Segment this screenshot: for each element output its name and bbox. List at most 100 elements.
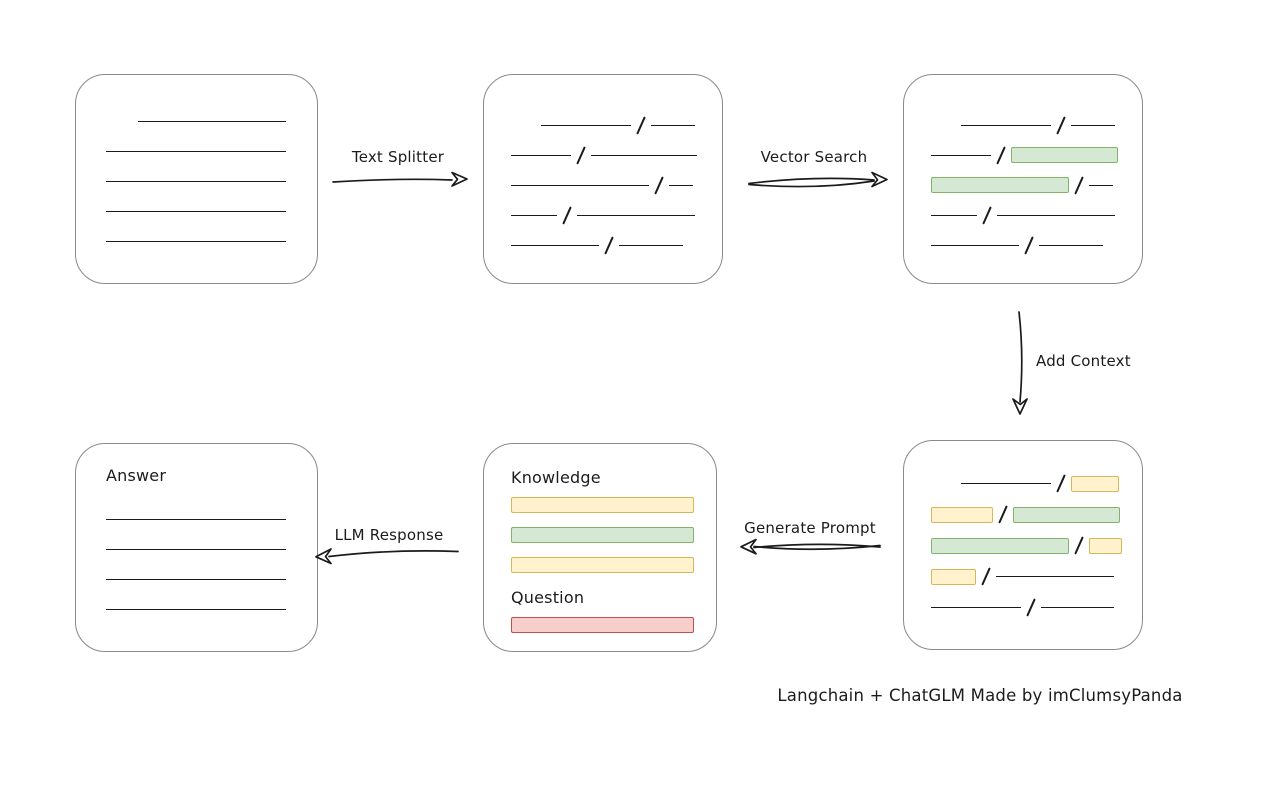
- llm-response-arrow-icon: [315, 548, 459, 565]
- text-line: [651, 124, 696, 126]
- indent-gap: [106, 120, 138, 122]
- text-line: [1041, 607, 1115, 608]
- split-slash: [1056, 115, 1066, 135]
- chunk-chip-yellow: [1089, 537, 1123, 554]
- text-line: [511, 214, 557, 216]
- split-slash: [1074, 175, 1084, 195]
- segment-row: [931, 170, 1142, 200]
- text-line: [106, 180, 286, 182]
- text-line: [577, 214, 696, 216]
- chunk-lines: [931, 110, 1142, 260]
- split-slash: [636, 115, 646, 135]
- split-slash: [1056, 474, 1066, 493]
- text-line: [931, 607, 1021, 608]
- segment-row: [511, 140, 722, 170]
- text-line: [1089, 184, 1114, 186]
- split-slash: [604, 235, 614, 255]
- node-split-chunks: [483, 74, 723, 284]
- chunk-lines: [931, 468, 1142, 623]
- node-context-chunks: [903, 440, 1143, 650]
- segment-row: [106, 504, 317, 534]
- text-line: [541, 124, 631, 126]
- segment-row: [511, 610, 716, 640]
- node-source-document: [75, 74, 318, 284]
- segment-row: [106, 594, 317, 624]
- question-heading: Question: [511, 588, 585, 607]
- segment-row: [511, 520, 716, 550]
- chunk-chip-green: [931, 177, 1069, 193]
- text-line: [511, 154, 571, 156]
- segment-row: [106, 196, 317, 226]
- segment-row: [931, 592, 1142, 623]
- segment-row: [106, 106, 317, 136]
- split-slash: [1074, 536, 1084, 555]
- segment-row: [106, 136, 317, 166]
- text-line: [138, 120, 286, 122]
- node-answer: Answer: [75, 443, 318, 652]
- answer-lines: [106, 504, 317, 624]
- document-lines: [106, 106, 317, 256]
- indent-gap: [511, 124, 541, 126]
- segment-row: [931, 200, 1142, 230]
- node-vector-search-result: [903, 74, 1143, 284]
- segment-row: [106, 564, 317, 594]
- split-slash: [1026, 598, 1036, 617]
- segment-row: [931, 530, 1142, 561]
- segment-row: [511, 110, 722, 140]
- segment-row: [931, 140, 1142, 170]
- text-line: [931, 244, 1019, 246]
- text-line: [106, 518, 286, 520]
- segment-row: [511, 170, 722, 200]
- chunk-chip-yellow: [931, 506, 993, 523]
- segment-row: [511, 550, 716, 580]
- segment-row: [106, 534, 317, 564]
- text-line: [996, 576, 1115, 577]
- text-line: [591, 154, 698, 156]
- segment-row: [931, 230, 1142, 260]
- text-line: [511, 244, 599, 246]
- split-slash: [1024, 235, 1034, 255]
- text-line: [106, 548, 286, 550]
- segment-row: [106, 226, 317, 256]
- segment-row: [931, 499, 1142, 530]
- question-chip: [511, 610, 716, 640]
- text-line: [106, 578, 286, 580]
- knowledge-chips: [511, 490, 716, 580]
- credit-caption: Langchain + ChatGLM Made by imClumsyPand…: [777, 686, 1183, 705]
- text-line: [669, 184, 694, 186]
- segment-row: [511, 230, 722, 260]
- vector-search-arrow-icon: [748, 171, 888, 188]
- text-line: [931, 154, 991, 156]
- node-prompt: Knowledge Question: [483, 443, 717, 652]
- indent-gap: [931, 124, 961, 126]
- text-line: [961, 124, 1051, 126]
- chunk-chip-green: [931, 537, 1069, 554]
- text-splitter-arrow-icon: [332, 171, 468, 187]
- chunk-chip-green: [1013, 506, 1121, 523]
- text-line: [106, 608, 286, 610]
- text-line: [106, 240, 286, 242]
- text-line: [931, 214, 977, 216]
- chunk-lines: [511, 110, 722, 260]
- chunk-chip-yellow: [511, 557, 694, 573]
- segment-row: [931, 110, 1142, 140]
- text-line: [1039, 244, 1104, 246]
- segment-row: [931, 561, 1142, 592]
- chunk-chip-green: [1011, 147, 1119, 163]
- chunk-chip-yellow: [1071, 475, 1120, 492]
- split-slash: [576, 145, 586, 165]
- text-line: [997, 214, 1116, 216]
- knowledge-heading: Knowledge: [511, 468, 601, 487]
- split-slash: [562, 205, 572, 225]
- split-slash: [981, 567, 991, 586]
- chunk-chip-yellow: [511, 497, 694, 513]
- llm-response-label: LLM Response: [334, 526, 444, 544]
- indent-gap: [931, 483, 961, 485]
- split-slash: [982, 205, 992, 225]
- split-slash: [998, 505, 1008, 524]
- generate-prompt-arrow-icon: [740, 538, 881, 555]
- segment-row: [511, 490, 716, 520]
- text-line: [619, 244, 684, 246]
- split-slash: [654, 175, 664, 195]
